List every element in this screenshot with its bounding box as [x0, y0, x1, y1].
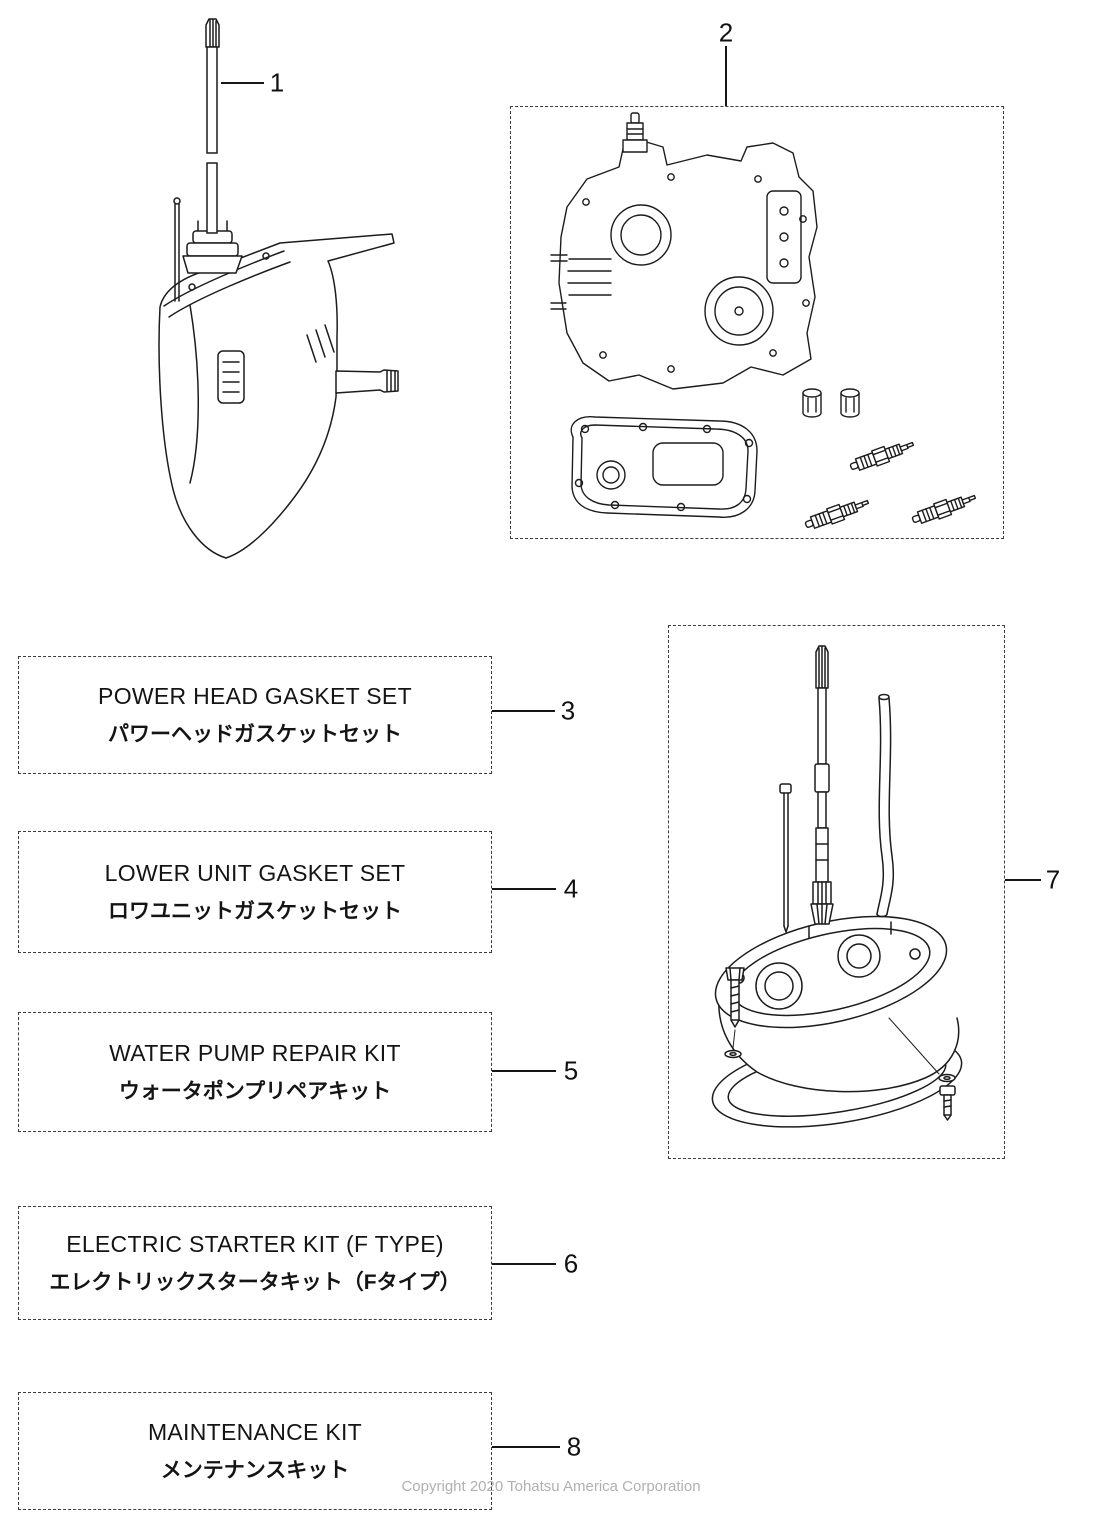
callout-4: 4 [563, 873, 579, 904]
leader-line-3 [492, 710, 555, 712]
kit-title-en: WATER PUMP REPAIR KIT [109, 1039, 401, 1066]
kit-title-ja: エレクトリックスタータキット（Fタイプ） [49, 1270, 461, 1294]
figure-power-head-kit [550, 112, 979, 534]
shift-rod [173, 197, 181, 302]
callout-8: 8 [566, 1431, 582, 1462]
kit-title-ja: パワーヘッドガスケットセット [108, 722, 402, 746]
callout-6: 6 [563, 1248, 579, 1279]
drive-shaft [810, 645, 834, 925]
callout-1: 1 [269, 67, 285, 98]
water-pump-housing [182, 220, 243, 274]
kit-title-en: ELECTRIC STARTER KIT (F TYPE) [66, 1230, 444, 1257]
shift-rod [779, 783, 792, 933]
power-head-block [550, 112, 818, 390]
leader-line-4 [492, 888, 556, 890]
callout-7: 7 [1045, 864, 1061, 895]
kit-title-ja: ウォータポンプリペアキット [118, 1079, 392, 1103]
washer [724, 1049, 742, 1059]
kit-title-ja: メンテナンスキット [160, 1458, 350, 1482]
screw-and-washer [938, 1073, 956, 1121]
kit-box-maintenance-kit: MAINTENANCE KIT メンテナンスキット [18, 1392, 492, 1510]
kit-title-en: LOWER UNIT GASKET SET [104, 859, 406, 886]
kit-box-electric-starter-kit: ELECTRIC STARTER KIT (F TYPE) エレクトリックスター… [18, 1206, 492, 1320]
spark-plugs [802, 436, 979, 534]
callout-2: 2 [718, 17, 734, 48]
water-tube [876, 693, 895, 918]
callout-5: 5 [563, 1055, 579, 1086]
bolt [725, 967, 745, 1028]
leader-line-5 [492, 1070, 556, 1072]
power-head-kit-box [510, 106, 1004, 539]
drive-shaft [205, 18, 220, 234]
gearcase [711, 915, 963, 1128]
copyright-watermark: Copyright 2020 Tohatsu America Corporati… [401, 1478, 701, 1495]
leader-line-7 [1005, 879, 1041, 881]
kit-title-ja: ロワユニットガスケットセット [108, 899, 402, 923]
leader-line-8 [492, 1446, 560, 1448]
kit-box-lower-unit-gasket-set: LOWER UNIT GASKET SET ロワユニットガスケットセット [18, 831, 492, 953]
head-gasket [570, 416, 758, 518]
leader-line-2 [725, 46, 727, 106]
lower-unit-kit-box [668, 625, 1005, 1159]
gearcase-housing [158, 233, 395, 559]
leader-line-1 [221, 82, 264, 84]
kit-box-power-head-gasket-set: POWER HEAD GASKET SET パワーヘッドガスケットセット [18, 656, 492, 774]
leader-line-6 [492, 1263, 556, 1265]
rubber-caps [802, 388, 860, 418]
figure-drive-shaft-lower-unit [158, 18, 399, 559]
kit-box-water-pump-repair-kit: WATER PUMP REPAIR KIT ウォータポンプリペアキット [18, 1012, 492, 1132]
kit-title-en: POWER HEAD GASKET SET [98, 682, 412, 709]
propeller-shaft [335, 369, 399, 394]
figure-lower-unit-kit [711, 645, 963, 1128]
callout-3: 3 [560, 695, 576, 726]
kit-title-en: MAINTENANCE KIT [147, 1418, 363, 1445]
